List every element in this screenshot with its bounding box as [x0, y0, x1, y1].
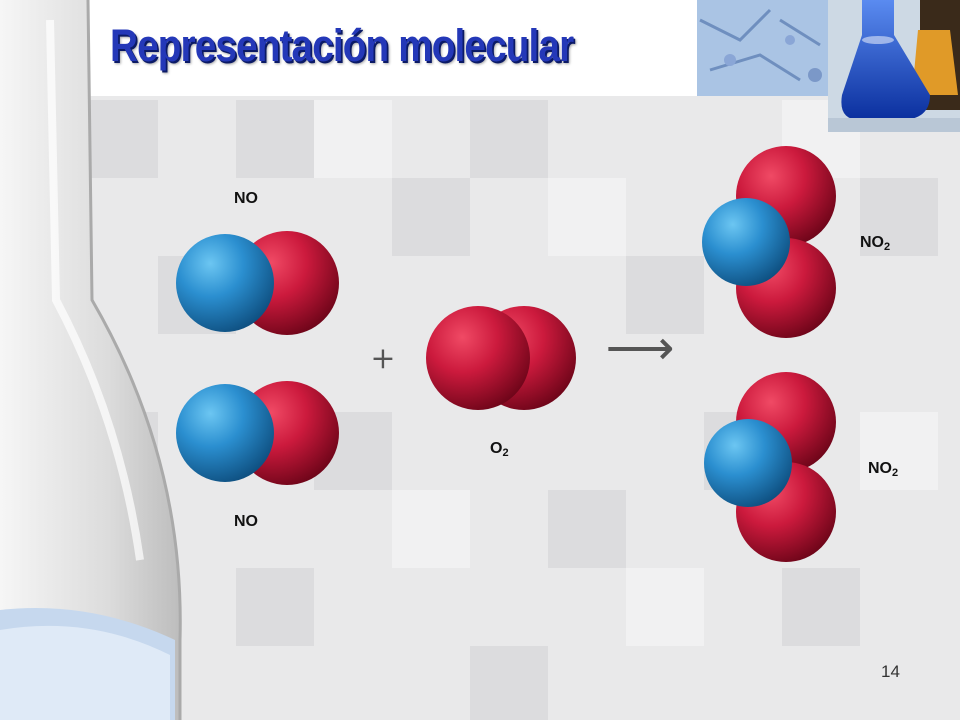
microscope-image [697, 0, 830, 96]
o2-molecule [426, 306, 576, 410]
plus-sign: + [370, 341, 395, 376]
nitrogen-atom [704, 419, 792, 507]
nitrogen-atom [176, 384, 274, 482]
reaction-arrow: ⟶ [606, 320, 675, 376]
no-molecule-top [176, 231, 339, 335]
slide-title: Representación molecular [110, 20, 574, 71]
oxygen-atom [426, 306, 530, 410]
label-no2-top: NO2 [860, 234, 891, 253]
nitrogen-atom [702, 198, 790, 286]
label-no-bottom: NO [234, 513, 258, 530]
no2-molecule-bottom [704, 372, 836, 562]
page-number: 14 [881, 662, 900, 681]
tile-grid-light [314, 100, 938, 646]
flasks-photo [828, 0, 960, 132]
no-molecule-bottom [176, 381, 339, 485]
header-band [0, 0, 700, 96]
label-no-top: NO [234, 190, 258, 207]
flask-illustration [0, 0, 182, 720]
no2-molecule-top [702, 146, 836, 338]
label-no2-bottom: NO2 [868, 460, 899, 479]
label-o2: O2 [490, 440, 509, 459]
nitrogen-atom [176, 234, 274, 332]
